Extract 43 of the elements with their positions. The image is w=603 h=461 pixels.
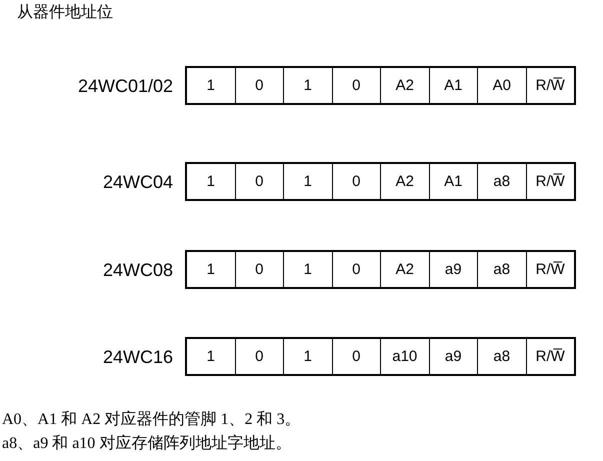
- address-bit: 0: [234, 164, 283, 199]
- address-register: [185, 66, 576, 105]
- part-number-label: 24WC04: [102, 173, 173, 191]
- address-bit: R/W̅: [526, 68, 574, 103]
- address-bit: a8: [477, 252, 526, 287]
- part-number-label: 24WC01/02: [78, 77, 173, 95]
- address-bit: a8: [477, 339, 526, 374]
- address-bit: A2: [380, 68, 428, 103]
- part-number-label: 24WC08: [102, 261, 173, 279]
- address-register: [185, 337, 576, 376]
- address-bit: 0: [332, 164, 380, 199]
- address-bit: 1: [283, 68, 332, 103]
- address-register: [185, 162, 576, 201]
- address-bit: 0: [234, 339, 283, 374]
- part-number-label: 24WC16: [102, 348, 173, 366]
- address-bit: R/W̅: [526, 252, 574, 287]
- address-bit: 1: [187, 68, 234, 103]
- address-bit: 1: [187, 164, 234, 199]
- address-bit: A1: [428, 68, 477, 103]
- address-bit: 1: [283, 164, 332, 199]
- address-bit: a10: [380, 339, 428, 374]
- address-bit: A0: [477, 68, 526, 103]
- address-bit: 0: [234, 252, 283, 287]
- address-register: [185, 250, 576, 289]
- address-bit: 0: [234, 68, 283, 103]
- address-bit: 1: [187, 339, 234, 374]
- address-bit: 1: [283, 339, 332, 374]
- title: 从器件地址位: [17, 3, 113, 23]
- address-bit: A2: [380, 252, 428, 287]
- address-bit: a9: [428, 252, 477, 287]
- note-text: A0、A1 和 A2 对应器件的管脚 1、2 和 3。: [2, 410, 301, 430]
- address-bit: A1: [428, 164, 477, 199]
- address-bit: R/W̅: [526, 164, 574, 199]
- address-bit: A2: [380, 164, 428, 199]
- address-bit: 0: [332, 339, 380, 374]
- address-bit: 0: [332, 68, 380, 103]
- address-bit: 0: [332, 252, 380, 287]
- note-text: a8、a9 和 a10 对应存储阵列地址字地址。: [2, 434, 292, 454]
- address-bit: a9: [428, 339, 477, 374]
- address-bit: 1: [283, 252, 332, 287]
- address-bit: R/W̅: [526, 339, 574, 374]
- address-bit: a8: [477, 164, 526, 199]
- address-bit: 1: [187, 252, 234, 287]
